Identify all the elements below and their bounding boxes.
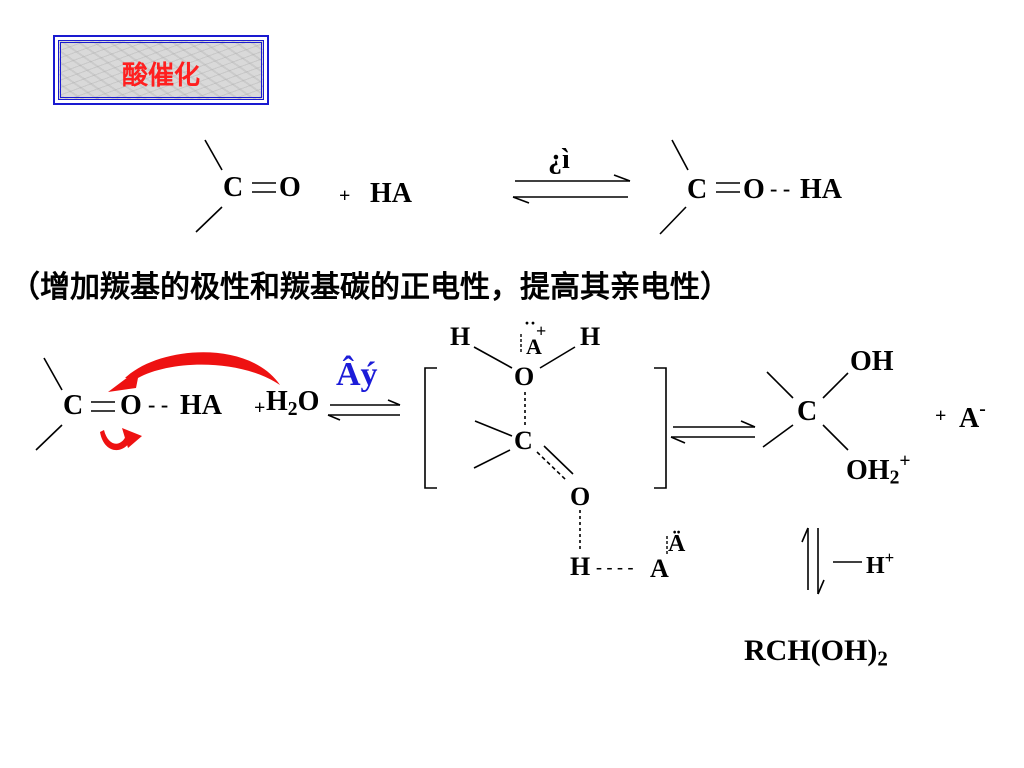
ts-double-a	[536, 451, 567, 481]
prod-oh2: OH2+	[846, 452, 911, 488]
ts-h-right: H	[580, 322, 601, 351]
final-text: RCH(OH)	[744, 634, 878, 667]
r2-bond-lower	[35, 424, 63, 451]
ts-a2: A	[650, 554, 669, 583]
r1p-bond-lower	[659, 206, 687, 235]
r1-carbon: C	[223, 172, 244, 203]
r1p-carbon: C	[687, 174, 708, 205]
final-sub: 2	[877, 646, 888, 671]
r1-oxygen: O	[279, 172, 301, 203]
ts-bond-c-upper	[474, 420, 513, 437]
ts-bracket-left	[424, 367, 437, 489]
red-curved-arrow-large-head	[108, 368, 140, 392]
ts-a-dots: ··	[524, 313, 537, 333]
h-plus: H+	[866, 548, 895, 580]
r1-bond-upper	[204, 139, 223, 171]
title-text: 酸催化	[121, 61, 200, 91]
r1-eq-arrow-bottom-head	[512, 196, 530, 204]
ts-o-top: O	[514, 362, 535, 391]
ts-bond-h-right	[539, 346, 576, 369]
r2-oxygen: O	[120, 390, 142, 421]
v-eq-arrow-up-head	[801, 527, 809, 543]
final-product: RCH(OH)2	[744, 636, 888, 669]
r2-ha: HA	[180, 390, 222, 421]
water-h: H	[266, 386, 288, 417]
r2-arrow-label: Âý	[336, 356, 378, 393]
h-plus-h: H	[866, 553, 885, 580]
r1p-hbond-dash: - -	[770, 176, 791, 201]
r1-bond-lower	[195, 206, 223, 233]
r2-eq-arrow-bottom-head	[327, 414, 341, 421]
prod-bond-upper-right	[822, 372, 849, 399]
prod-anion: A-	[959, 400, 986, 433]
title-box: 酸催化	[53, 35, 269, 105]
ts-hbond-dash: - - - -	[596, 557, 634, 577]
ts-bond-h-left	[473, 346, 513, 369]
r1p-ha: HA	[800, 174, 842, 205]
r3-eq-arrow-bottom-head	[670, 436, 686, 444]
water-formula: H2O	[266, 386, 320, 420]
prod-bond-lower-right	[822, 424, 849, 451]
ts-h-bottom: H	[570, 552, 591, 581]
water-sub: 2	[287, 398, 298, 420]
r2-carbon: C	[63, 390, 84, 421]
r1p-bond-upper	[671, 139, 689, 171]
v-eq-arrow-down-head	[817, 579, 825, 595]
prod-oh2-sup: +	[899, 451, 911, 472]
r2-plus: +	[254, 397, 266, 419]
r1p-oxygen: O	[743, 174, 765, 205]
ts-a-charge: +	[536, 321, 547, 341]
r1-eq-arrow-top-head	[613, 174, 631, 182]
prod-a-sup: -	[979, 399, 986, 420]
h-plus-sup: +	[884, 548, 895, 567]
water-o: O	[297, 386, 320, 417]
prod-a: A	[959, 402, 980, 434]
r2-hbond-dash: - -	[148, 392, 169, 417]
r2-bond-upper	[43, 357, 63, 391]
r1-reagent: HA	[370, 178, 412, 209]
r1-arrow-label: ¿ì	[548, 144, 570, 175]
prod-carbon: C	[797, 396, 818, 427]
prod-oh2-sub: 2	[889, 467, 900, 489]
ts-a: A	[526, 334, 542, 359]
ts-a2-label: Ä	[668, 531, 686, 557]
r3-eq-arrow-top-head	[740, 420, 756, 428]
red-curved-arrow-small	[100, 430, 132, 451]
r1-plus: +	[339, 185, 351, 207]
prod-bond-lower-left	[762, 424, 794, 448]
prod-oh2-text: OH	[846, 454, 890, 486]
ts-bracket-right	[654, 367, 667, 489]
explanation-text: （增加羰基的极性和羰基碳的正电性，提高其亲电性）	[10, 270, 730, 305]
ts-carbon: C	[514, 426, 533, 455]
red-curved-arrow-small-head	[122, 428, 142, 448]
prod-oh: OH	[850, 346, 894, 377]
prod-plus: +	[935, 405, 947, 427]
prod-bond-upper-left	[766, 371, 794, 399]
r2-eq-arrow-top-head	[387, 399, 401, 406]
ts-bond-c-lower	[473, 449, 511, 469]
red-curved-arrow-large	[125, 352, 280, 385]
ts-h-left: H	[450, 322, 471, 351]
ts-o-bottom: O	[570, 482, 591, 511]
ts-double-b	[543, 445, 574, 475]
